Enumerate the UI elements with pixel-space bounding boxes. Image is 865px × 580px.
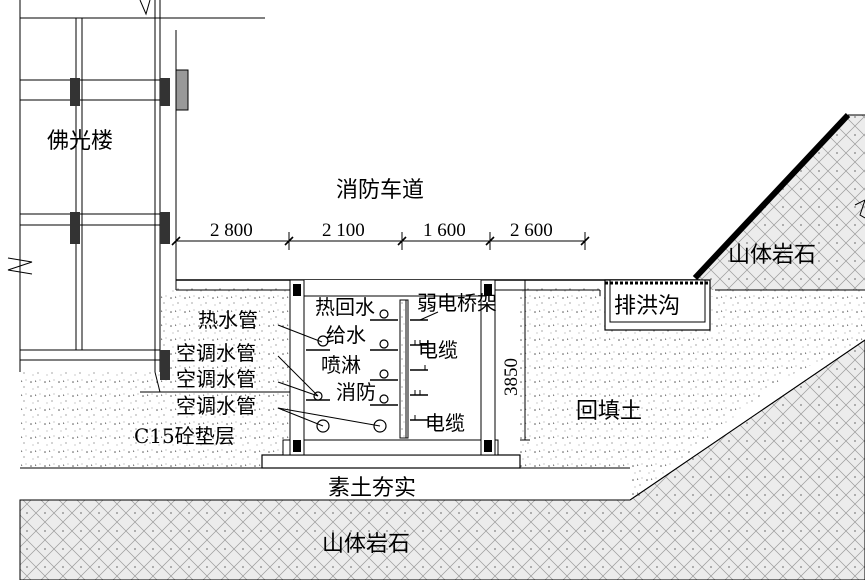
- building-label: 佛光楼: [47, 129, 113, 154]
- weak-current-tray-label: 弱电桥架: [417, 291, 497, 315]
- utility-tunnel: [261, 279, 521, 469]
- c15-cushion-label: C15砼垫层: [134, 424, 235, 448]
- water-supply-label: 给水: [326, 323, 366, 347]
- drainage-label: 排洪沟: [614, 294, 680, 319]
- hot-return-water-label: 热回水: [315, 295, 375, 319]
- rock-bottom-label: 山体岩石: [322, 532, 410, 557]
- sprinkler-label: 喷淋: [321, 353, 361, 377]
- height-dimension: 3850: [501, 358, 522, 396]
- dimension-2: 2 100: [322, 220, 365, 241]
- ac-pipe-label-3: 空调水管: [176, 394, 256, 418]
- fire-lane-label: 消防车道: [336, 178, 424, 203]
- building: [7, 0, 300, 393]
- dimension-4: 2 600: [510, 220, 553, 241]
- ac-pipe-label-2: 空调水管: [176, 367, 256, 391]
- hill-edge: [692, 112, 851, 281]
- cable-label-1: 电缆: [418, 338, 458, 362]
- cable-label-2: 电缆: [425, 411, 465, 435]
- drainage-ditch: [604, 279, 711, 331]
- backfill-soil: [20, 288, 865, 500]
- dimension-3: 1 600: [423, 220, 466, 241]
- backfill-label: 回填土: [576, 399, 642, 424]
- compacted-soil-band: [20, 468, 630, 500]
- dimension-line: [171, 232, 590, 441]
- dimension-1: 2 800: [210, 220, 253, 241]
- compacted-soil-label: 素土夯实: [328, 476, 416, 501]
- ac-pipe-label-1: 空调水管: [176, 341, 256, 365]
- fire-protection-label: 消防: [336, 380, 376, 404]
- hot-water-pipe-label: 热水管: [198, 308, 258, 332]
- hill-rock: [695, 115, 865, 290]
- rock-top-right-label: 山体岩石: [728, 243, 816, 268]
